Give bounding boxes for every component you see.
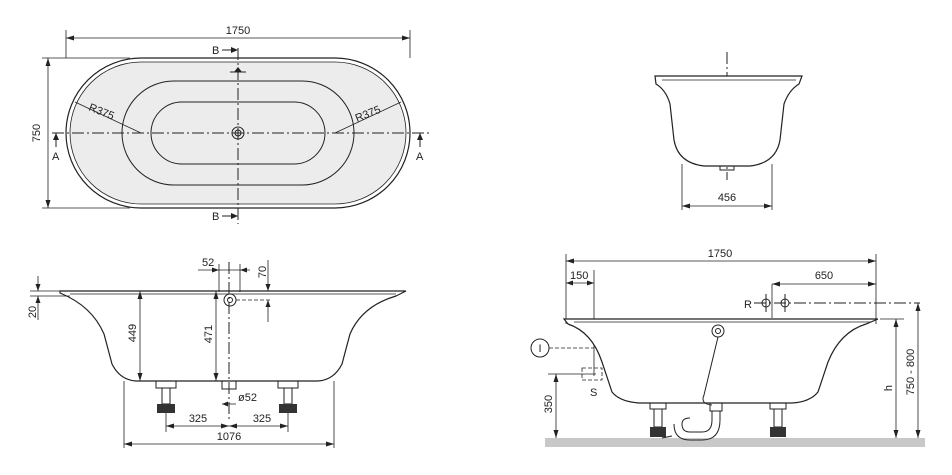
- length-dimension: 1750: [226, 25, 250, 37]
- overflow-height-dim: 70: [257, 266, 269, 278]
- section-b-top-label: B: [212, 45, 219, 57]
- tap-offset-dim: 650: [815, 270, 833, 282]
- h-label: h: [883, 385, 895, 391]
- top-view: 1750 750 R375 R375 B B: [31, 25, 432, 224]
- drain-diameter-dim: ø52: [238, 392, 257, 404]
- s-label: S: [590, 387, 597, 399]
- section-b-width: 456: [718, 192, 736, 204]
- tub-profile-side: [562, 318, 879, 404]
- tub-cross-section: [654, 75, 803, 167]
- side-foot-left: [649, 402, 667, 410]
- drain-trap: [681, 411, 713, 433]
- side-view: 1750 150 650 R: [530, 248, 925, 447]
- depth-dim: 449: [127, 324, 139, 342]
- feet-span-dim: 1076: [217, 431, 241, 443]
- side-length-dim: 1750: [708, 248, 732, 260]
- section-a-left-label: A: [52, 151, 60, 163]
- foot-right-dim: 325: [253, 413, 271, 425]
- circle-label: I: [538, 343, 541, 355]
- section-b-view: 456: [654, 52, 803, 210]
- foot-left-dim: 325: [189, 413, 207, 425]
- tub-profile-a: [59, 290, 407, 382]
- foot-right: [277, 380, 299, 389]
- floor-height-dim: 350: [543, 395, 555, 413]
- floor: [545, 438, 925, 447]
- section-b-bottom-label: B: [212, 211, 219, 223]
- section-a-right-label: A: [416, 151, 424, 163]
- overflow-offset-dim: 150: [570, 270, 588, 282]
- tap-label: R: [744, 299, 752, 311]
- offset-dim: 52: [202, 257, 214, 269]
- rim-thickness-dim: 20: [27, 306, 39, 318]
- width-dimension: 750: [31, 124, 43, 142]
- section-a-view: 20 449 471 52 70 ø52: [27, 257, 407, 448]
- foot-left: [155, 380, 177, 389]
- total-height-dim: 750 - 800: [905, 349, 917, 395]
- drain-depth-dim: 471: [203, 325, 215, 343]
- side-foot-right: [769, 402, 787, 410]
